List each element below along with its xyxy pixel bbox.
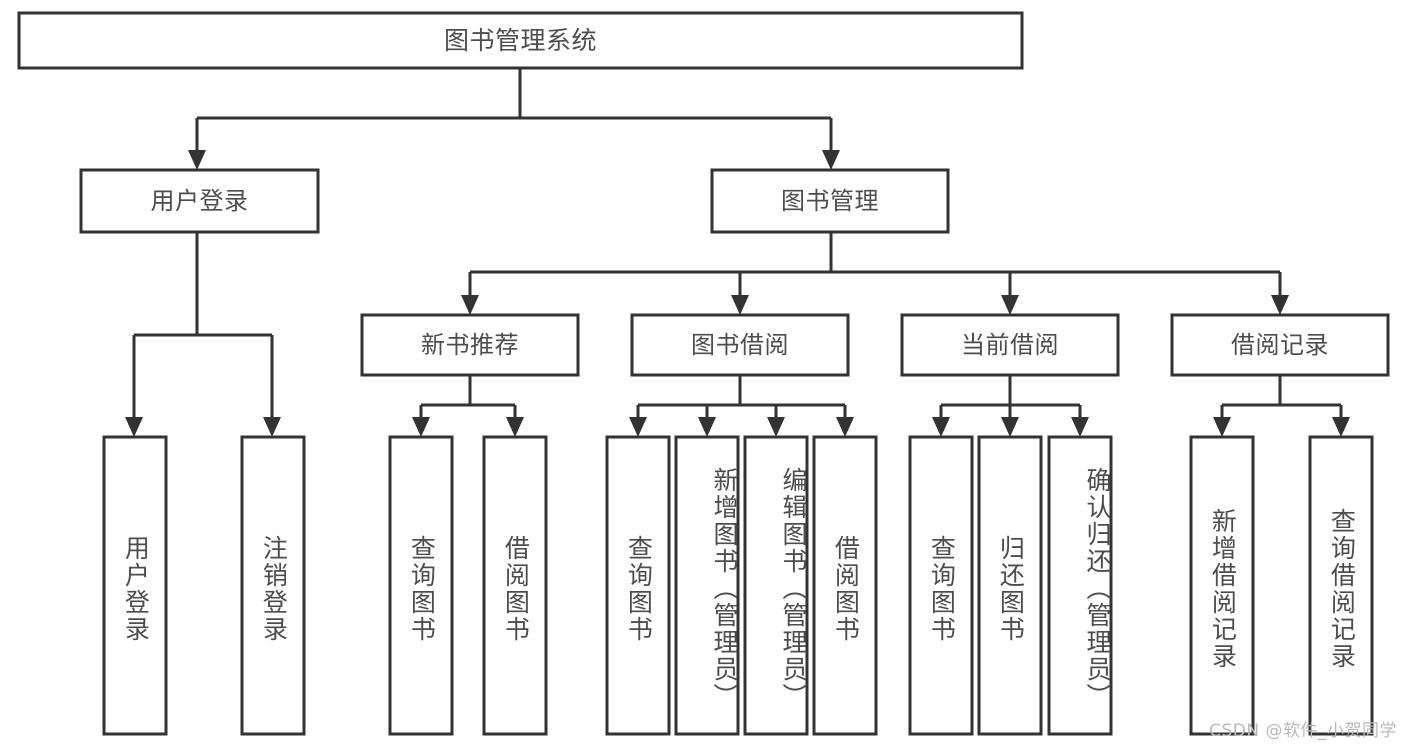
arrow-head-icon-leaf-query-book-2 xyxy=(629,417,647,437)
arrow-head-icon-leaf-logout xyxy=(263,417,281,437)
node-box-leaf-logout[interactable] xyxy=(240,435,306,736)
node-box-borrow-record[interactable] xyxy=(1170,313,1390,377)
arrow-head-icon-current-borrow xyxy=(1001,295,1019,315)
node-box-leaf-add-record[interactable] xyxy=(1189,435,1255,736)
node-box-leaf-edit-book[interactable] xyxy=(743,435,809,736)
arrow-head-icon-user-login xyxy=(188,150,206,170)
node-box-leaf-borrow-book-1[interactable] xyxy=(482,435,548,736)
node-box-leaf-query-book-1[interactable] xyxy=(388,435,454,736)
node-box-user-login[interactable] xyxy=(79,168,320,234)
connector-layer xyxy=(125,68,1350,437)
arrow-head-icon-leaf-borrow-book-1 xyxy=(506,417,524,437)
arrow-head-icon-leaf-borrow-book-2 xyxy=(836,417,854,437)
node-box-current-borrow[interactable] xyxy=(900,313,1120,377)
node-box-leaf-return-book[interactable] xyxy=(977,435,1043,736)
node-box-new-book-rec[interactable] xyxy=(360,313,580,377)
node-box-root[interactable] xyxy=(17,11,1024,70)
arrow-head-icon-leaf-confirm-return xyxy=(1071,417,1089,437)
arrow-head-icon-leaf-user-login xyxy=(125,417,143,437)
arrow-head-icon-leaf-add-record xyxy=(1213,417,1231,437)
node-box-leaf-query-book-2[interactable] xyxy=(605,435,671,736)
arrow-head-icon-leaf-return-book xyxy=(1001,417,1019,437)
arrow-head-icon-book-manage xyxy=(822,150,840,170)
node-box-leaf-confirm-return[interactable] xyxy=(1047,435,1113,736)
node-box-leaf-add-book[interactable] xyxy=(674,435,740,736)
node-box-book-manage[interactable] xyxy=(710,168,950,234)
node-box-leaf-borrow-book-2[interactable] xyxy=(812,435,878,736)
node-box-layer xyxy=(17,11,1390,736)
arrow-head-icon-new-book-rec xyxy=(461,295,479,315)
node-box-book-borrow[interactable] xyxy=(630,313,850,377)
arrow-head-icon-book-borrow xyxy=(731,295,749,315)
arrow-head-icon-leaf-query-book-3 xyxy=(932,417,950,437)
node-box-leaf-user-login[interactable] xyxy=(102,435,168,736)
arrow-head-icon-leaf-add-book xyxy=(698,417,716,437)
arrow-head-icon-leaf-query-book-1 xyxy=(412,417,430,437)
arrow-head-icon-leaf-edit-book xyxy=(767,417,785,437)
arrow-head-icon-borrow-record xyxy=(1271,295,1289,315)
node-box-leaf-query-book-3[interactable] xyxy=(908,435,974,736)
arrow-head-icon-leaf-query-record xyxy=(1332,417,1350,437)
node-box-leaf-query-record[interactable] xyxy=(1308,435,1374,736)
